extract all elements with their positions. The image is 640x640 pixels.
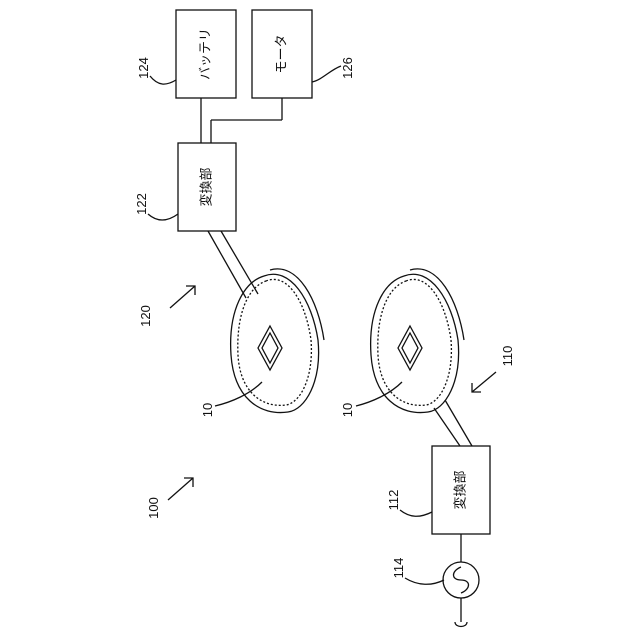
cable-converter-to-coil-top [208,231,258,298]
ref-126: 126 [340,57,355,79]
converter-112-label: 変換部 [453,470,469,509]
converter-122-label: 変換部 [199,167,215,206]
ref-114: 114 [391,558,406,579]
battery-label: バッテリ [199,28,214,80]
coil-top [231,269,324,413]
ref-110: 110 [500,346,515,367]
arrow-120 [170,286,195,308]
wires-converter-to-load [201,98,282,143]
leader-112 [400,510,432,516]
ref-120: 120 [138,305,153,327]
leader-126 [312,66,341,82]
ref-100: 100 [146,497,161,519]
motor-label: モータ [275,34,290,73]
arrow-110 [472,372,496,392]
ground-mark [455,622,467,627]
ref-10-top: 10 [200,403,215,417]
ref-10-bottom: 10 [340,403,355,417]
arrow-100 [168,478,193,500]
leader-122 [148,214,178,220]
coil-bottom [371,269,464,413]
ac-source [443,562,479,598]
leader-124 [150,76,176,84]
leader-114 [405,578,444,584]
ref-112: 112 [386,490,401,511]
ref-124: 124 [136,57,151,79]
ref-122: 122 [134,193,149,215]
